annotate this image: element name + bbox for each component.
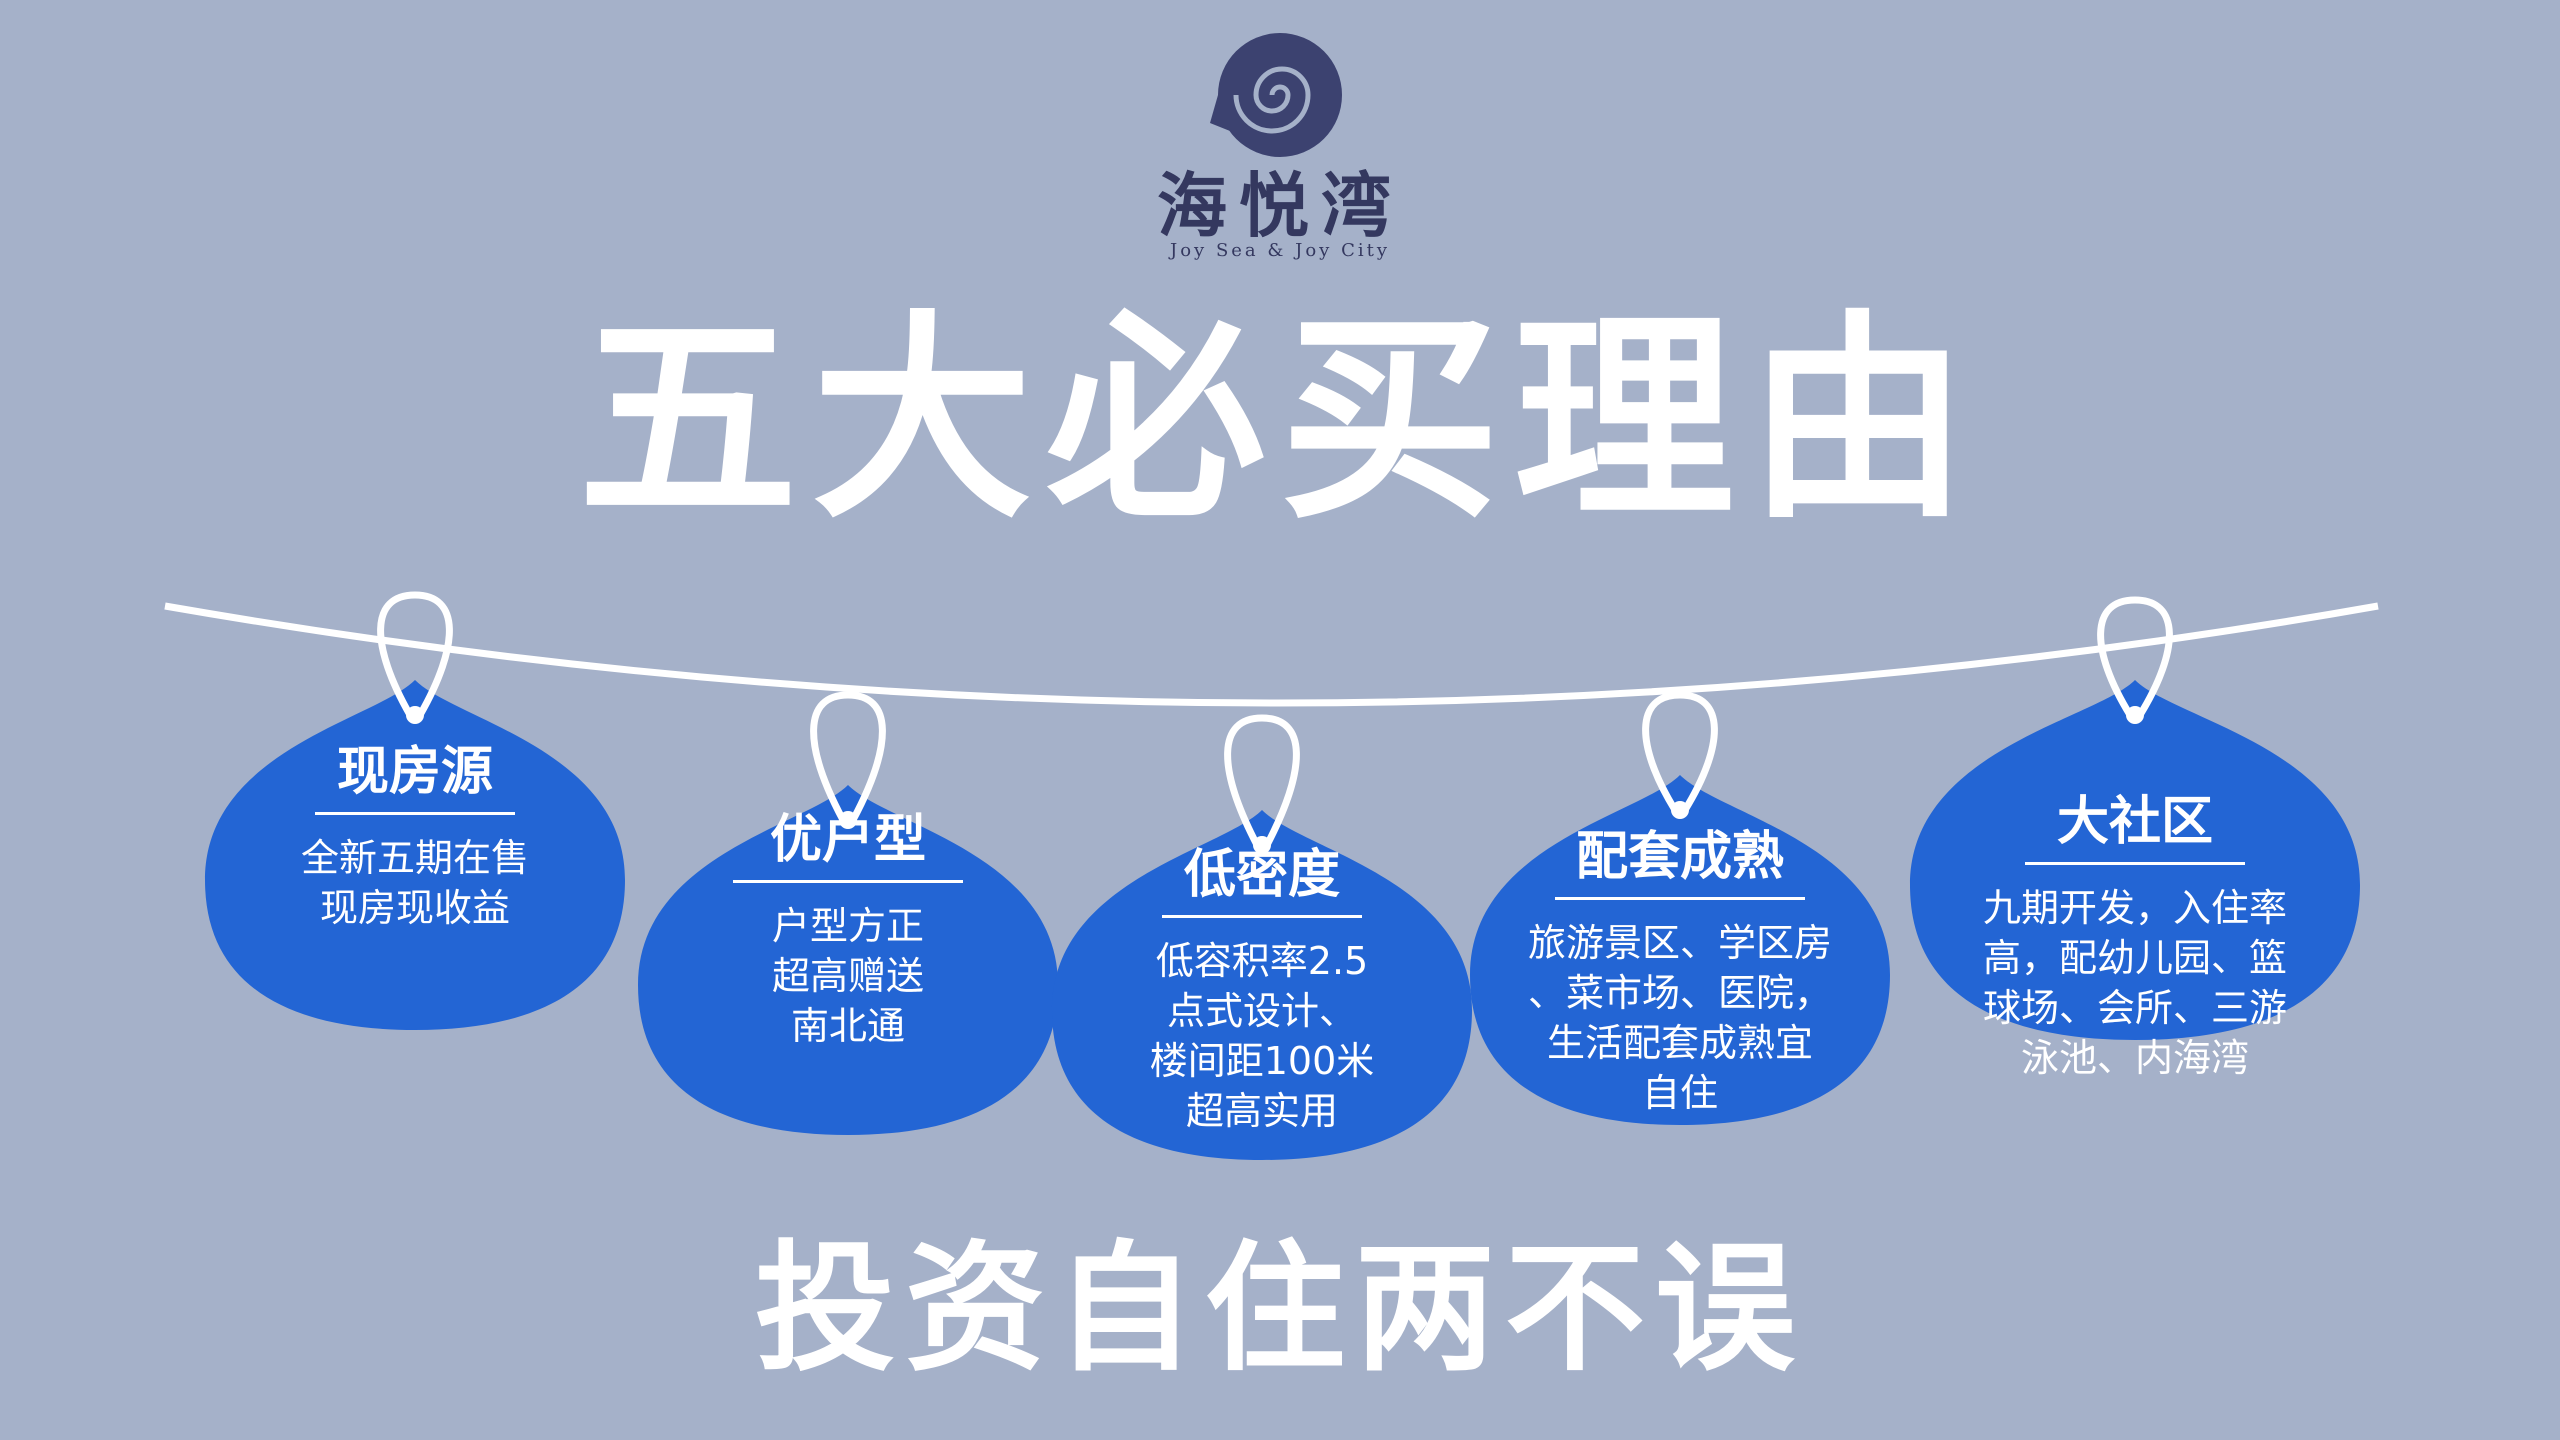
tag-divider [1555, 897, 1805, 900]
tag-4: 配套成熟旅游景区、学区房、菜市场、医院， 生活配套成熟宜自住 [1480, 825, 1880, 1118]
tag-title: 低密度 [1183, 845, 1340, 905]
tag-desc-line: 南北通 [790, 1004, 905, 1048]
tag-desc-line: 超高实用 [1185, 1089, 1338, 1133]
tag-loop [1224, 714, 1300, 847]
tag-desc-line: 楼间距100米 [1149, 1039, 1375, 1083]
tag-hole [406, 706, 424, 724]
tag-loop [2097, 596, 2173, 717]
tag-desc-line: 泳池、内海湾 [2020, 1036, 2249, 1080]
main-title: 五大必买理由 [577, 292, 1982, 548]
tag-divider [733, 880, 963, 883]
tag-3: 低密度低容积率2.5 点式设计、楼间距100米超高实用 [1062, 843, 1462, 1136]
tag-desc-line: 九期开发，入住率 [1982, 886, 2287, 930]
tag-title: 现房源 [336, 742, 493, 802]
tag-hole [1671, 801, 1689, 819]
tag-desc-line: 点式设计、 [1166, 989, 1357, 1033]
tag-5: 大社区九期开发，入住率高，配幼儿园、篮球场、会所、三游泳池、内海湾 [1920, 790, 2350, 1083]
tag-2: 优户型户型方正超高赠送南北通 [648, 808, 1048, 1051]
tag-desc-line: 高，配幼儿园、篮 [1982, 936, 2287, 980]
tag-desc-line: 球场、会所、三游 [1982, 986, 2287, 1030]
sub-title: 投资自住两不误 [754, 1228, 1805, 1391]
tag-title: 优户型 [769, 810, 926, 870]
tag-desc-line: 低容积率2.5 [1155, 939, 1369, 983]
tag-divider [2025, 862, 2245, 865]
tag-loop [1642, 691, 1718, 812]
tag-desc-line: 、菜市场、医院， [1527, 971, 1832, 1015]
tag-title: 大社区 [2056, 792, 2213, 852]
tag-desc-line: 生活配套成熟宜 [1546, 1021, 1813, 1065]
tag-desc-line: 自住 [1641, 1071, 1718, 1115]
tag-divider [1162, 915, 1362, 918]
tag-desc-line: 户型方正 [771, 904, 924, 948]
tag-desc-line: 全新五期在售 [300, 836, 529, 880]
tag-loop [377, 591, 453, 717]
tag-desc-line: 现房现收益 [319, 886, 510, 930]
brand-name: 海悦湾 [1157, 164, 1403, 247]
hanging-string [164, 602, 2379, 707]
spiral-shell-icon [1210, 33, 1342, 157]
tag-hole [2126, 706, 2144, 724]
tag-title: 配套成熟 [1575, 827, 1784, 887]
tag-desc-line: 旅游景区、学区房 [1527, 921, 1832, 965]
tag-divider [315, 812, 515, 815]
brand-tagline: Joy Sea & Joy City [1170, 240, 1390, 261]
tag-1: 现房源全新五期在售现房现收益 [215, 740, 615, 933]
tag-desc-line: 超高赠送 [771, 954, 924, 998]
tag-loop [810, 691, 886, 822]
